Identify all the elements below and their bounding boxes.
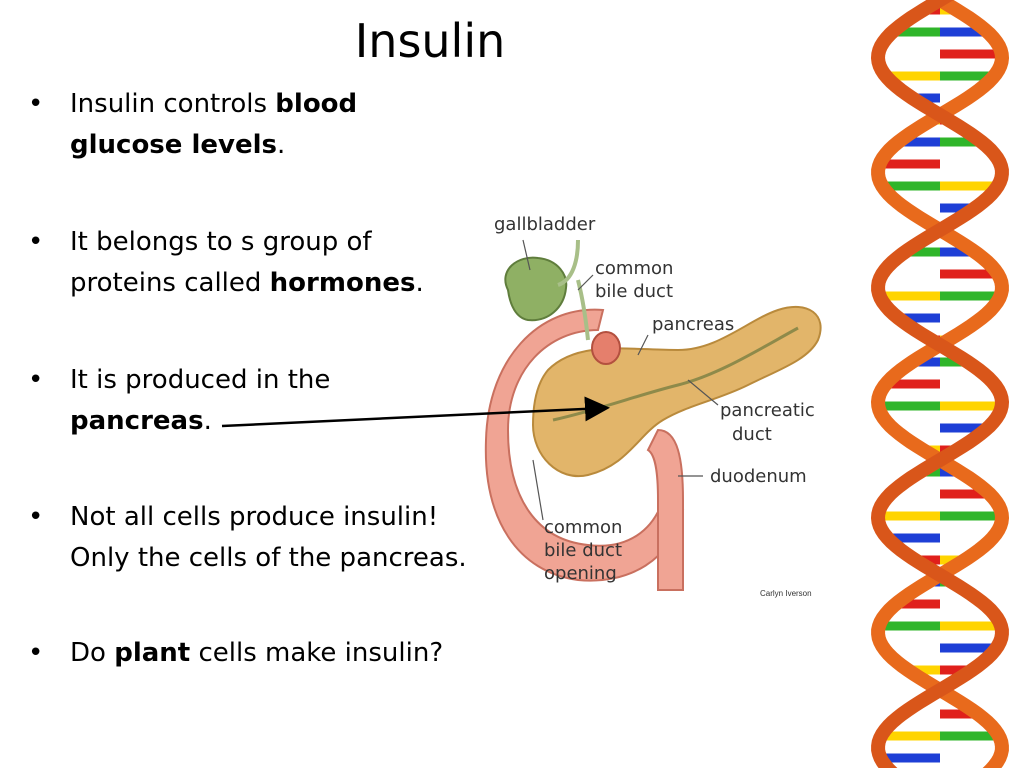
bullet-text: Insulin controls (70, 89, 276, 119)
bullet-text: Not all cells produce insulin! Only the … (70, 502, 467, 573)
bullet-text: It belongs to s group of proteins called (70, 227, 372, 298)
duodenum-ring (591, 331, 621, 365)
label-common-bile-duct: common (595, 258, 673, 279)
image-credit: Carlyn Iverson (760, 589, 812, 598)
bullet-text-end: . (276, 130, 286, 160)
bullet-item: Do plant cells make insulin? (28, 633, 478, 674)
bullet-item: It belongs to s group of proteins called… (28, 222, 478, 304)
bullet-bold-text: pancreas (70, 406, 204, 436)
bullet-item: Insulin controls blood glucose levels. (28, 84, 478, 166)
bullet-text-end: . (203, 406, 212, 436)
bullet-list: Insulin controls blood glucose levels. I… (28, 84, 478, 674)
bullet-text-end: cells make insulin? (190, 638, 444, 668)
dna-strand (870, 0, 1010, 768)
label-pancreatic-duct: pancreatic (720, 400, 815, 421)
bullet-bold-text: hormones (269, 268, 416, 298)
bullet-bold-text: blood glucose levels (70, 89, 358, 160)
bullet-text-end: . (415, 268, 424, 298)
label-bile-duct-opening: opening (544, 563, 617, 584)
slide-title: Insulin (354, 14, 506, 68)
label-duodenum: duodenum (710, 466, 807, 487)
dna-helix-image (870, 0, 1010, 768)
bullet-item: Not all cells produce insulin! Only the … (28, 497, 478, 579)
label-common-bile-duct: bile duct (595, 281, 673, 302)
bullet-text: Do (70, 638, 115, 668)
pancreas-diagram: gallbladder common bile duct pancreas pa… (484, 214, 822, 598)
gallbladder-shape (504, 256, 568, 322)
bullet-bold-text: plant (114, 638, 191, 668)
label-pancreatic-duct: duct (732, 424, 772, 445)
dna-strand (870, 0, 1010, 768)
label-bile-duct-opening: bile duct (544, 540, 622, 561)
label-gallbladder: gallbladder (494, 214, 596, 235)
bullet-item: It is produced in the pancreas. (28, 360, 478, 442)
bullet-text: It is produced in the (70, 365, 331, 395)
label-bile-duct-opening: common (544, 517, 622, 538)
duodenum-tube (646, 428, 684, 591)
label-pancreas: pancreas (652, 314, 734, 335)
common-bile-duct (557, 239, 590, 341)
